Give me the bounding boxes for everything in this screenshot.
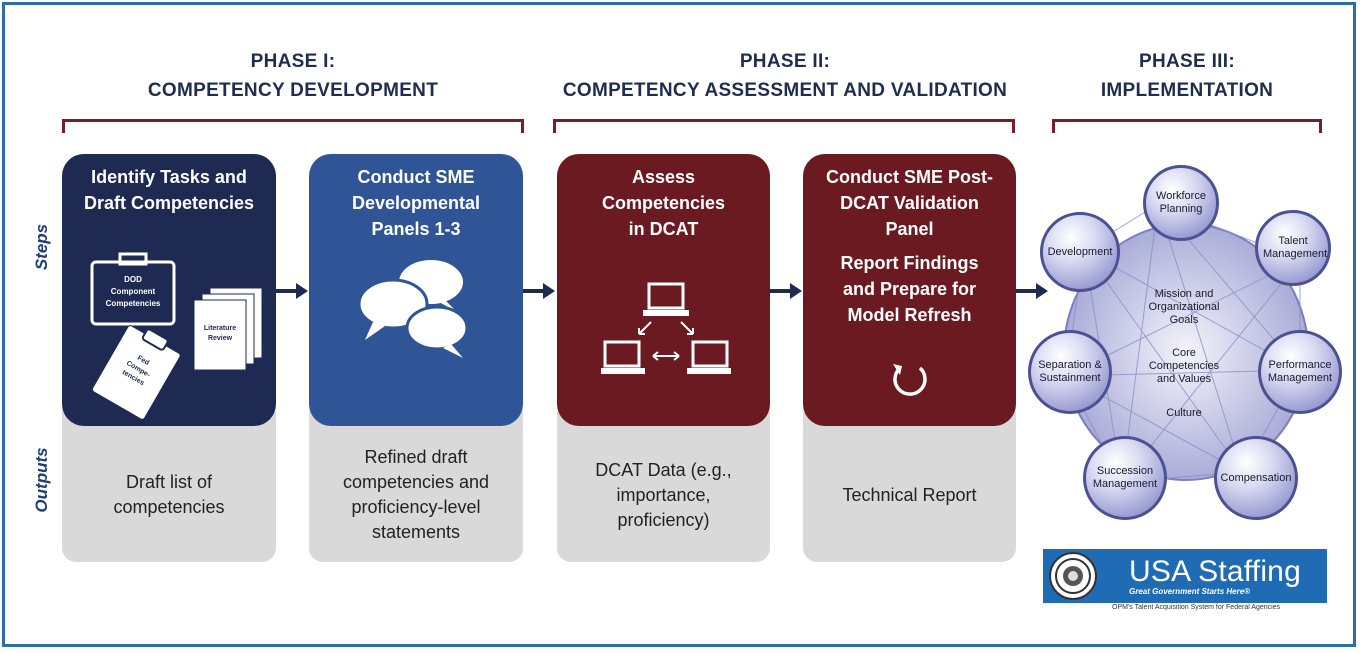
step-1-box: Identify Tasks and Draft Competencies DO… [62, 154, 276, 426]
step-1-title: Identify Tasks and Draft Competencies [83, 167, 255, 213]
output-3: DCAT Data (e.g., importance, proficiency… [557, 400, 770, 562]
logo-tagline: Great Government Starts Here® [1129, 587, 1251, 596]
opm-seal-icon [1049, 552, 1097, 600]
phase-1-header: PHASE I: COMPETENCY DEVELOPMENT [62, 47, 524, 105]
arrow-right-icon [276, 283, 308, 299]
phase-2-line1: PHASE II: [739, 51, 831, 72]
document-icons: DOD Component Competencies Literature Re… [90, 252, 263, 420]
step-2-title: Conduct SME Developmental Panels 1-3 [351, 167, 481, 239]
phase-2-line2: COMPETENCY ASSESSMENT AND VALIDATION [562, 80, 1008, 101]
wheel-node-label: Performance Management [1267, 359, 1333, 384]
step-3-box: Assess Competencies in DCAT [557, 154, 770, 426]
wheel-node-performance-management: Performance Management [1258, 330, 1342, 414]
refresh-cycle-icon [893, 364, 927, 396]
usa-staffing-logo: USA Staffing Great Government Starts Her… [1043, 549, 1327, 603]
arrow-right-icon [1016, 283, 1048, 299]
wheel-node-label: Compensation [1220, 471, 1292, 484]
logo-subtitle: OPM's Talent Acquisition System for Fede… [1112, 604, 1281, 611]
doc2-line2: Review [208, 335, 233, 342]
step-2-box: Conduct SME Developmental Panels 1-3 [309, 154, 523, 426]
wheel-node-separation-sustainment: Separation & Sustainment [1028, 330, 1112, 414]
doc1-line2: Component [111, 287, 156, 296]
phase-1-bracket [62, 119, 524, 133]
wheel-center-core: Core Competencies and Values [1148, 347, 1220, 385]
arrow-right-icon [770, 283, 802, 299]
step-4-subtitle: Report Findings and Prepare for Model Re… [840, 253, 979, 325]
network-computers-icon [601, 282, 731, 374]
wheel-node-workforce-planning: Workforce Planning [1143, 165, 1219, 241]
wheel-node-label: Talent Management [1263, 235, 1328, 260]
output-2: Refined draft competencies and proficien… [309, 400, 523, 562]
wheel-node-label: Workforce Planning [1156, 190, 1206, 215]
output-1-text: Draft list of competencies [113, 472, 225, 517]
wheel-node-label: Succession Management [1092, 465, 1158, 490]
phase-1-line1: PHASE I: [250, 51, 336, 72]
output-1: Draft list of competencies [62, 400, 276, 562]
logo-name: USA Staffing [1129, 555, 1301, 588]
wheel-center-mission: Mission and Organizational Goals [1148, 288, 1220, 326]
wheel-node-compensation: Compensation [1214, 436, 1298, 520]
wheel-center-culture: Culture [1166, 407, 1202, 419]
arrow-right-icon [523, 283, 555, 299]
phase-2-header: PHASE II: COMPETENCY ASSESSMENT AND VALI… [540, 47, 1030, 105]
output-3-text: DCAT Data (e.g., importance, proficiency… [595, 459, 732, 530]
steps-row-label: Steps [32, 223, 51, 271]
output-2-text: Refined draft competencies and proficien… [342, 447, 490, 542]
phase-3-header: PHASE III: IMPLEMENTATION [1052, 47, 1322, 105]
phase-2-bracket [553, 119, 1015, 133]
phase-3-bracket [1052, 119, 1322, 133]
doc2-line1: Literature [204, 325, 236, 332]
wheel-node-development: Development [1040, 212, 1120, 292]
outputs-row-label: Outputs [32, 447, 51, 513]
step-4-title: Conduct SME Post-DCAT Validation Panel [826, 167, 993, 239]
wheel-node-label: Separation & Sustainment [1038, 359, 1102, 384]
step-4-box: Conduct SME Post-DCAT Validation Panel R… [803, 154, 1016, 426]
doc1-line3: Competencies [106, 299, 161, 308]
wheel-node-label: Development [1047, 245, 1113, 258]
output-4: Technical Report [803, 400, 1016, 562]
wheel-node-talent-management: Talent Management [1255, 210, 1331, 286]
wheel-node-succession-management: Succession Management [1083, 436, 1167, 520]
phase-1-line2: COMPETENCY DEVELOPMENT [147, 80, 439, 101]
output-4-text: Technical Report [842, 484, 977, 505]
doc1-line1: DOD [124, 275, 142, 284]
phase-3-line2: IMPLEMENTATION [1100, 80, 1274, 101]
speech-bubbles-icon [357, 260, 469, 358]
step-3-title: Assess Competencies in DCAT [601, 167, 726, 239]
phase-3-line1: PHASE III: [1139, 51, 1235, 72]
